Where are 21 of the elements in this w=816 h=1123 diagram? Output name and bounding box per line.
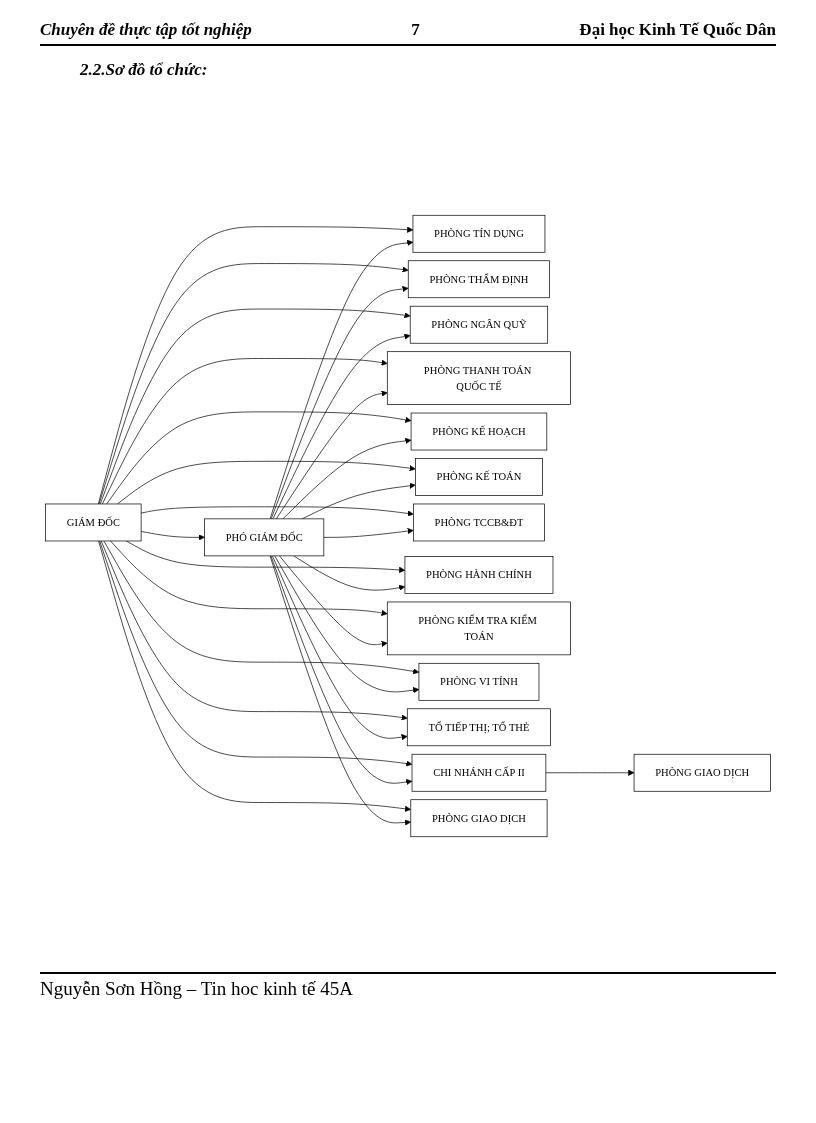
node-box: TỔ TIẾP THỊ; TỔ THẺ [406, 708, 551, 747]
node-box: PHÒNG GIAO DỊCH [633, 753, 771, 792]
node-box: PHÒNG TCCB&ĐT [413, 503, 545, 542]
node-box: PHÒNG HÀNH CHÍNH [404, 556, 554, 594]
node-box: PHÒNG KẾ TOÁN [415, 458, 543, 496]
node-box: CHI NHÁNH CẤP II [411, 753, 547, 792]
header-text: Đại học Kinh Tế Quốc Dân [579, 20, 776, 40]
node-box: PHÓ GIÁM ĐỐC [204, 518, 325, 557]
node-box: PHÒNG TÍN DỤNG [412, 214, 546, 253]
page-number: 7 [411, 20, 420, 40]
header-text: Chuyên đề thực tập tốt nghiệp [40, 20, 252, 40]
node-box: PHÒNG THANH TOÁN QUỐC TẾ [386, 351, 571, 405]
node-box: GIÁM ĐỐC [45, 503, 142, 542]
node-box: PHÒNG NGÂN QUỸ [409, 305, 549, 344]
node-box: PHÒNG GIAO DỊCH [410, 799, 548, 838]
diagram-title: 2.2.Sơ đồ tổ chức: [80, 60, 209, 80]
node-box: PHÒNG KIỂM TRA KIỂM TOÁN [386, 601, 571, 656]
node-box: PHÒNG VI TÍNH [418, 662, 540, 701]
footer-text: Nguyễn Sơn Hồng – Tin hoc kinh tế 45A [40, 978, 353, 999]
node-box: PHÒNG THẨM ĐỊNH [407, 260, 550, 299]
node-box: PHÒNG KẾ HOẠCH [410, 412, 548, 451]
